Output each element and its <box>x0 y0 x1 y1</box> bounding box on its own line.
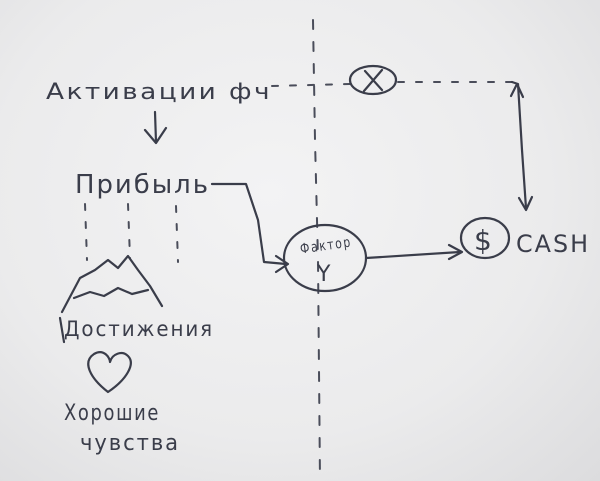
activations-dashed-connector <box>271 83 351 87</box>
cross-circle-icon <box>348 64 398 96</box>
profit-to-factor-line <box>210 182 288 266</box>
profit-dotted-right <box>175 205 179 263</box>
profit-label: Прибыль <box>75 170 210 200</box>
corner-to-cash-line <box>510 80 528 210</box>
dollar-symbol: $ <box>474 224 494 257</box>
cash-arrowhead-icon <box>517 195 534 212</box>
achievements-label: Достижения <box>64 317 214 341</box>
factor-arrowhead-icon <box>447 243 464 261</box>
cash-label: CASH <box>516 230 590 258</box>
dollar-circle-icon: $ <box>459 216 511 260</box>
corner-arrowhead-icon <box>509 82 525 99</box>
factor-to-cash-line <box>364 250 462 260</box>
good-feelings-line1: Хорошие <box>64 401 160 426</box>
factor-node: Фактор Y <box>282 223 368 293</box>
profit-arrowhead-icon <box>274 254 290 274</box>
profit-dotted-left <box>84 203 88 261</box>
heart-icon <box>87 351 132 394</box>
mountain-icon <box>58 254 164 344</box>
vertical-divider <box>312 19 321 481</box>
activations-label: Активации фч <box>46 80 272 105</box>
down-arrow-icon <box>143 110 168 145</box>
profit-dotted-middle <box>127 203 131 259</box>
factor-symbol: Y <box>316 262 332 287</box>
factor-label: Фактор <box>299 234 353 257</box>
good-feelings-line2: чувства <box>80 431 180 456</box>
